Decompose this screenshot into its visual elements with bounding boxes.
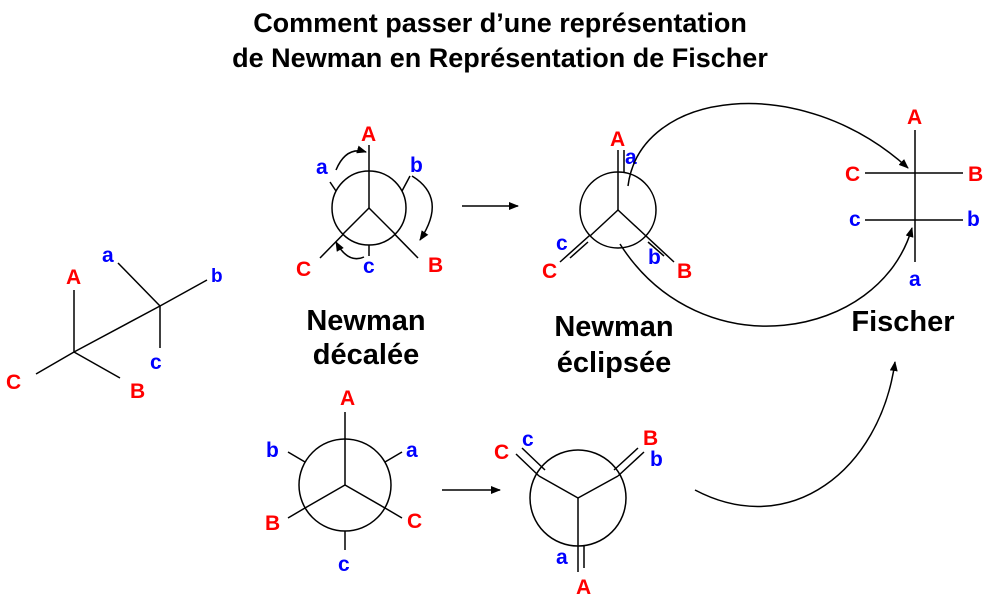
arrow-front-carbon-to-fischer: [627, 102, 909, 187]
newman-eclipsed-bottom: C c B b a A: [494, 427, 663, 599]
newman-staggered-top: A C B a b c: [296, 123, 443, 281]
label-C: C: [296, 258, 311, 281]
label-c: c: [150, 351, 162, 374]
rotation-arrow-a: [335, 145, 367, 171]
arrow-back-carbon-to-fischer: [619, 227, 914, 327]
back-bond-c: [521, 447, 546, 471]
label-C: C: [494, 441, 509, 464]
label-C: C: [6, 371, 21, 394]
back-bond-a: [384, 451, 403, 463]
front-bond-C-inner: [342, 207, 370, 235]
label-c: c: [363, 255, 375, 278]
label-c: c: [556, 232, 568, 255]
caption-newman-decalee-line1: Newman: [306, 305, 425, 337]
label-b: b: [650, 448, 663, 471]
label-A: A: [907, 106, 922, 129]
label-B: B: [677, 260, 692, 283]
title-line-1: Comment passer d’une représentation: [253, 8, 747, 38]
newman-eclipsed-top: A C B a c b: [542, 128, 692, 283]
front-bond-B-inner: [368, 207, 396, 235]
front-bond-B: [304, 484, 346, 509]
rotation-arrow-c: [335, 241, 365, 260]
front-bond-C-inner: [589, 209, 619, 237]
label-B: B: [265, 512, 280, 535]
caption-newman-eclipsee-line2: éclipsée: [557, 347, 671, 379]
newman-staggered-bottom: A B C b a c: [265, 387, 422, 576]
label-a: a: [909, 268, 921, 291]
label-c: c: [849, 208, 861, 231]
page-title: Comment passer d’une représentation de N…: [0, 6, 1000, 76]
sawhorse-projection: A C B a b c: [6, 244, 223, 403]
back-bond-b: [647, 241, 665, 257]
front-bond-C-outer: [384, 507, 403, 519]
label-a: a: [625, 146, 637, 169]
label-c: c: [522, 428, 534, 451]
label-C: C: [407, 510, 422, 533]
label-b: b: [967, 208, 980, 231]
label-B: B: [428, 254, 443, 277]
caption-newman-eclipsee-line1: Newman: [554, 311, 673, 343]
front-bond-B-outer: [287, 507, 306, 519]
label-A: A: [340, 387, 355, 410]
label-A: A: [610, 128, 625, 151]
label-C: C: [542, 260, 557, 283]
label-c: c: [338, 553, 350, 576]
title-line-2: de Newman en Représentation de Fischer: [232, 43, 768, 73]
front-bond-C-inner: [538, 475, 579, 499]
back-bond-a: [329, 181, 337, 192]
front-bond-C: [35, 351, 75, 375]
label-C: C: [845, 163, 860, 186]
c-c-bond: [73, 305, 161, 353]
front-bond-C: [515, 453, 540, 477]
label-b: b: [648, 246, 661, 269]
label-b: b: [266, 439, 279, 462]
label-A: A: [66, 266, 81, 289]
label-B: B: [130, 380, 145, 403]
label-a: a: [316, 156, 328, 179]
label-a: a: [102, 244, 114, 267]
label-b: b: [410, 154, 423, 177]
back-bond-b: [159, 279, 208, 307]
front-bond-B: [617, 451, 645, 477]
label-a: a: [406, 439, 418, 462]
back-bond-b: [287, 451, 306, 463]
label-b: b: [211, 266, 223, 287]
back-bond-a: [117, 262, 161, 307]
fischer-projection: A C B c b a: [845, 106, 983, 291]
label-A: A: [361, 123, 376, 146]
front-bond-C: [344, 484, 386, 509]
back-bond-b: [401, 175, 411, 192]
label-B: B: [643, 427, 658, 450]
label-a: a: [556, 546, 568, 569]
back-bond-c: [569, 241, 589, 259]
arrow-bottom-to-fischer: [694, 361, 898, 508]
caption-newman-decalee-line2: décalée: [313, 339, 419, 371]
caption-fischer: Fischer: [851, 306, 954, 338]
back-bond-b: [613, 447, 639, 471]
label-A: A: [576, 576, 591, 599]
front-bond-B-inner: [577, 475, 619, 499]
front-bond-B-inner: [617, 209, 647, 237]
rotation-arrow-b: [411, 175, 433, 241]
label-B: B: [968, 163, 983, 186]
front-bond-B: [73, 351, 121, 379]
